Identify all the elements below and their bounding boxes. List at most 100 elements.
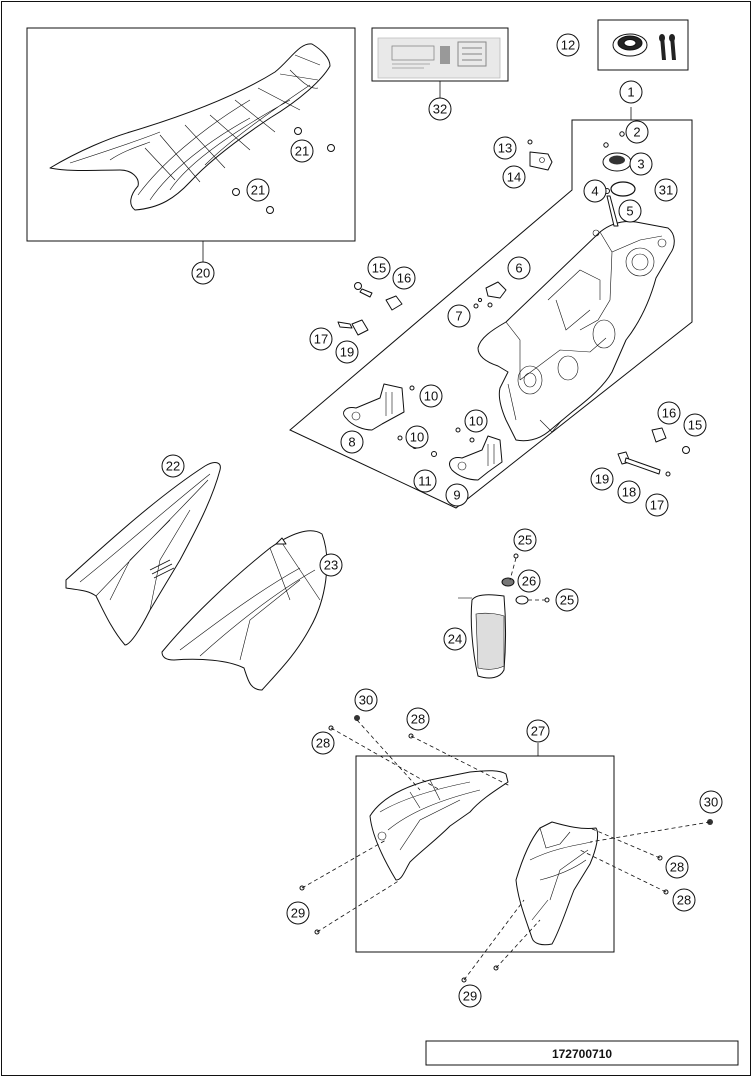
callout-circle <box>367 256 391 280</box>
shroud-right-part[interactable] <box>515 821 599 946</box>
callout-circle <box>458 984 482 1008</box>
callout-circle <box>617 480 641 504</box>
callout-circle <box>657 401 681 425</box>
callout-3[interactable]: 3 <box>629 152 653 176</box>
breather-hose-part[interactable] <box>659 34 676 60</box>
callout-label: 24 <box>448 632 462 647</box>
callout-30[interactable]: 30 <box>699 790 723 814</box>
callout-19[interactable]: 19 <box>335 340 359 364</box>
callout-label: 10 <box>410 430 424 445</box>
callout-10[interactable]: 10 <box>464 409 488 433</box>
callout-label: 30 <box>359 693 373 708</box>
callout-4[interactable]: 4 <box>583 179 607 203</box>
callout-31[interactable]: 31 <box>654 178 678 202</box>
callout-15[interactable]: 15 <box>367 256 391 280</box>
callout-24[interactable]: 24 <box>443 627 467 651</box>
callout-17[interactable]: 17 <box>645 493 669 517</box>
callout-29[interactable]: 29 <box>286 901 310 925</box>
callout-18[interactable]: 18 <box>617 480 641 504</box>
seat-part[interactable] <box>49 43 331 211</box>
callout-7[interactable]: 7 <box>447 304 471 328</box>
callout-32[interactable]: 32 <box>428 97 452 121</box>
callout-5[interactable]: 5 <box>618 199 642 223</box>
callout-label: 31 <box>659 183 673 198</box>
reference-box: 172700710 <box>425 1040 739 1066</box>
fuel-cap-part[interactable] <box>612 33 648 57</box>
seat-nuts[interactable] <box>232 127 335 214</box>
callout-circle <box>665 855 689 879</box>
callout-label: 25 <box>518 533 532 548</box>
callout-label: 17 <box>650 498 664 513</box>
callout-6[interactable]: 6 <box>507 256 531 280</box>
callout-10[interactable]: 10 <box>419 384 443 408</box>
callout-22[interactable]: 22 <box>161 454 185 478</box>
callout-circle <box>654 178 678 202</box>
tank-protector-part[interactable] <box>458 553 550 679</box>
callout-1[interactable]: 1 <box>619 80 643 104</box>
callout-10[interactable]: 10 <box>405 425 429 449</box>
callout-label: 21 <box>295 144 309 159</box>
callout-13[interactable]: 13 <box>493 136 517 160</box>
callout-9[interactable]: 9 <box>445 483 469 507</box>
callout-25[interactable]: 25 <box>555 588 579 612</box>
callout-11[interactable]: 11 <box>413 469 437 493</box>
mounting-hardware-left[interactable] <box>337 282 403 336</box>
callout-14[interactable]: 14 <box>502 165 526 189</box>
callout-label: 29 <box>291 906 305 921</box>
callout-label: 18 <box>622 485 636 500</box>
fuel-tank-part[interactable] <box>477 221 675 442</box>
callout-12[interactable]: 12 <box>556 33 580 57</box>
callout-28[interactable]: 28 <box>311 731 335 755</box>
side-cover-right-part[interactable] <box>161 530 328 691</box>
shroud-screws[interactable] <box>299 885 499 983</box>
side-cover-left-part[interactable] <box>65 462 221 646</box>
shroud-left-part[interactable] <box>369 770 509 881</box>
callout-16[interactable]: 16 <box>657 401 681 425</box>
callout-circle <box>309 327 333 351</box>
callout-8[interactable]: 8 <box>340 430 364 454</box>
callout-28[interactable]: 28 <box>665 855 689 879</box>
callout-label: 6 <box>515 261 522 276</box>
mounting-hardware-right[interactable] <box>617 427 690 477</box>
callout-label: 3 <box>637 157 644 172</box>
fuel-pump-clip-part[interactable] <box>473 281 507 309</box>
callout-28[interactable]: 28 <box>672 888 696 912</box>
callout-17[interactable]: 17 <box>309 327 333 351</box>
filler-neck-parts[interactable] <box>602 131 636 227</box>
callout-circle <box>625 120 649 144</box>
callout-circle <box>507 256 531 280</box>
callout-30[interactable]: 30 <box>354 688 378 712</box>
callout-label: 32 <box>433 102 447 117</box>
callout-26[interactable]: 26 <box>517 569 541 593</box>
sticker-part[interactable] <box>377 37 501 79</box>
callout-label: 27 <box>531 724 545 739</box>
bracket-right-part[interactable] <box>449 427 503 481</box>
callout-label: 19 <box>340 345 354 360</box>
callout-19[interactable]: 19 <box>590 467 614 491</box>
callout-16[interactable]: 16 <box>392 266 416 290</box>
callout-label: 16 <box>662 406 676 421</box>
callout-27[interactable]: 27 <box>526 719 550 743</box>
callout-circle <box>290 139 314 163</box>
tank-frame <box>289 119 693 509</box>
callout-circle <box>502 165 526 189</box>
callout-label: 28 <box>670 860 684 875</box>
callout-21[interactable]: 21 <box>290 139 314 163</box>
callout-23[interactable]: 23 <box>319 553 343 577</box>
callout-circle <box>311 731 335 755</box>
callout-15[interactable]: 15 <box>683 413 707 437</box>
callout-label: 28 <box>411 712 425 727</box>
callout-label: 22 <box>166 459 180 474</box>
callout-20[interactable]: 20 <box>191 261 215 285</box>
callout-circle <box>645 493 669 517</box>
callout-25[interactable]: 25 <box>513 528 537 552</box>
callout-circle <box>335 340 359 364</box>
fuel-tap-parts[interactable] <box>527 139 553 171</box>
callout-28[interactable]: 28 <box>406 707 430 731</box>
callout-29[interactable]: 29 <box>458 984 482 1008</box>
callout-circle <box>555 588 579 612</box>
callout-21[interactable]: 21 <box>246 178 270 202</box>
callout-circle <box>246 178 270 202</box>
callout-2[interactable]: 2 <box>625 120 649 144</box>
callout-label: 14 <box>507 170 521 185</box>
